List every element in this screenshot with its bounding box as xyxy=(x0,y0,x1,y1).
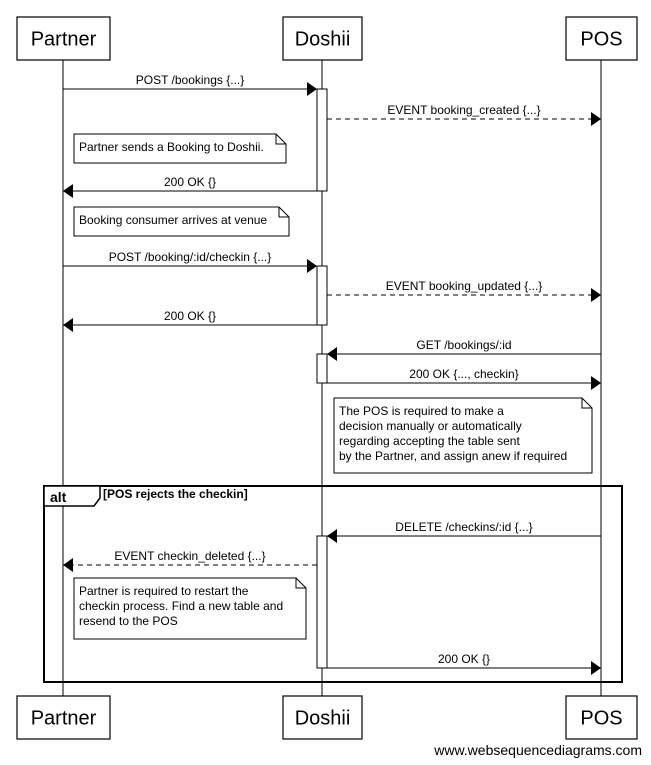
note-line: Booking consumer arrives at venue xyxy=(79,213,267,227)
message-3: 200 OK {} xyxy=(63,175,317,198)
actor-pos-bottom: POS xyxy=(565,695,638,740)
message-label: EVENT checkin_deleted {...} xyxy=(114,549,265,563)
message-label: 200 OK {} xyxy=(164,309,216,323)
actor-label: Doshii xyxy=(295,708,351,730)
message-11: 200 OK {} xyxy=(327,652,601,675)
note-fold-icon xyxy=(275,134,286,145)
arrowhead-icon xyxy=(307,259,317,273)
message-label: DELETE /checkins/:id {...} xyxy=(395,520,532,534)
message-9: DELETE /checkins/:id {...} xyxy=(327,520,601,543)
note-line: by the Partner, and assign anew if requi… xyxy=(339,449,567,463)
message-1: POST /bookings {...} xyxy=(63,73,317,96)
arrowhead-icon xyxy=(63,558,73,572)
message-label: GET /bookings/:id xyxy=(416,338,511,352)
message-label: EVENT booking_updated {...} xyxy=(386,279,543,293)
actor-label: Partner xyxy=(31,29,97,51)
note-line: The POS is required to make a xyxy=(339,404,504,418)
message-label: EVENT booking_created {...} xyxy=(387,103,540,117)
actor-box xyxy=(282,16,363,61)
arrowhead-icon xyxy=(591,376,601,390)
actor-box xyxy=(16,16,111,61)
note-line: resend to the POS xyxy=(79,614,178,628)
actor-doshii-top: Doshii xyxy=(282,16,363,61)
message-label: 200 OK {..., checkin} xyxy=(409,367,518,381)
activation-bar xyxy=(316,353,328,384)
note-box xyxy=(333,397,593,474)
note-1: Partner sends a Booking to Doshii. xyxy=(73,133,287,164)
arrowhead-icon xyxy=(63,318,73,332)
note-box xyxy=(73,577,307,640)
alt-operator: alt xyxy=(50,489,67,505)
activation-bar xyxy=(316,88,328,192)
actor-partner-bottom: Partner xyxy=(16,695,111,740)
activation-bar xyxy=(316,535,328,669)
actor-box xyxy=(16,695,111,740)
note-fold-icon xyxy=(581,398,592,409)
message-4: POST /booking/:id/checkin {...} xyxy=(63,250,317,273)
arrowhead-icon xyxy=(327,347,337,361)
watermark: www.websequencediagrams.com xyxy=(433,742,642,758)
actor-label: Doshii xyxy=(295,29,351,51)
arrowhead-icon xyxy=(591,288,601,302)
message-5: EVENT booking_updated {...} xyxy=(327,279,601,302)
note-line: decision manually or automatically xyxy=(339,419,522,433)
note-line: Partner is required to restart the xyxy=(79,584,249,598)
arrowhead-icon xyxy=(591,661,601,675)
actor-box xyxy=(565,16,638,61)
message-label: POST /bookings {...} xyxy=(136,73,245,87)
actor-label: POS xyxy=(580,29,622,51)
note-box xyxy=(73,133,287,164)
message-2: EVENT booking_created {...} xyxy=(327,103,601,126)
arrowhead-icon xyxy=(591,112,601,126)
note-4: Partner is required to restart thechecki… xyxy=(73,577,307,640)
message-10: EVENT checkin_deleted {...} xyxy=(63,549,317,572)
actor-label: Partner xyxy=(31,708,97,730)
note-fold-icon xyxy=(295,578,306,589)
alt-frame xyxy=(43,485,623,683)
note-box xyxy=(73,206,290,237)
note-line: regarding accepting the table sent xyxy=(339,434,520,448)
activation-bar xyxy=(316,265,328,326)
message-label: POST /booking/:id/checkin {...} xyxy=(109,250,272,264)
actor-doshii-bottom: Doshii xyxy=(282,695,363,740)
message-7: GET /bookings/:id xyxy=(327,338,601,361)
actor-label: POS xyxy=(580,708,622,730)
actor-pos-top: POS xyxy=(565,16,638,61)
actor-partner-top: Partner xyxy=(16,16,111,61)
actor-box xyxy=(565,695,638,740)
note-line: Partner sends a Booking to Doshii. xyxy=(79,140,264,154)
alt-condition: [POS rejects the checkin] xyxy=(103,487,248,501)
arrowhead-icon xyxy=(63,184,73,198)
note-2: Booking consumer arrives at venue xyxy=(73,206,290,237)
message-label: 200 OK {} xyxy=(438,652,490,666)
message-6: 200 OK {} xyxy=(63,309,317,332)
note-fold-icon xyxy=(278,207,289,218)
arrowhead-icon xyxy=(307,82,317,96)
actor-box xyxy=(282,695,363,740)
message-label: 200 OK {} xyxy=(164,175,216,189)
alt-frame-tab xyxy=(43,485,101,507)
arrowhead-icon xyxy=(327,529,337,543)
message-8: 200 OK {..., checkin} xyxy=(327,367,601,390)
note-line: checkin process. Find a new table and xyxy=(79,599,283,613)
